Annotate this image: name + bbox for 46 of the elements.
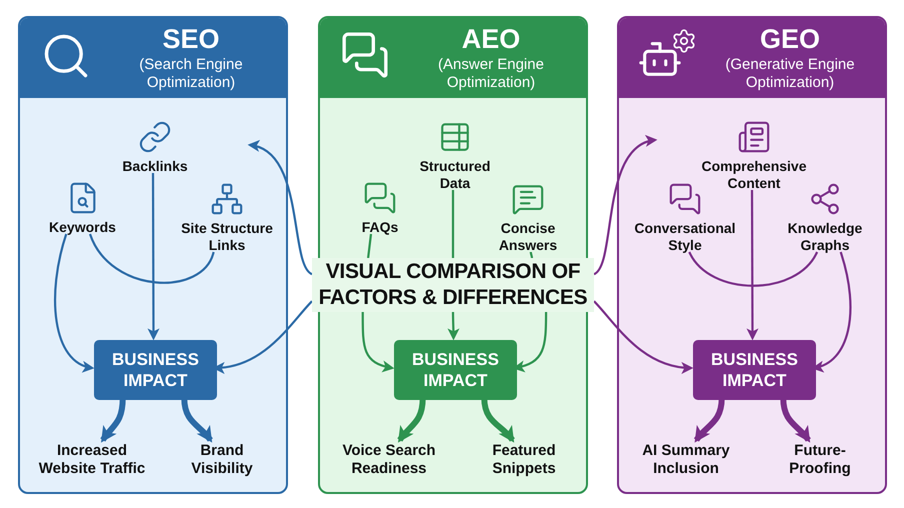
factor-label: Site Structure Links: [180, 220, 274, 254]
arrow: [593, 136, 658, 276]
factor-label: FAQs: [362, 219, 398, 236]
arrow: [447, 312, 460, 340]
connector-line: [688, 251, 818, 287]
arrow: [746, 190, 758, 340]
outcome-label: AI Summary Inclusion: [624, 442, 748, 482]
factor-label: Structured Data: [418, 158, 492, 192]
connector-line: [530, 252, 534, 258]
category-panel: [617, 16, 887, 494]
outcome-label: Featured Snippets: [476, 442, 572, 482]
outcome-label: Voice Search Readiness: [325, 442, 453, 482]
arrow: [54, 234, 94, 372]
business-impact-box: BUSINESS IMPACT: [693, 340, 816, 400]
factor-label: Backlinks: [122, 158, 188, 175]
thick-arrow: [397, 398, 426, 443]
outcome-label: Brand Visibility: [174, 442, 270, 482]
arrow: [248, 142, 313, 276]
panel-title: GEO: [758, 24, 821, 54]
arrow: [593, 300, 694, 374]
arrow: [362, 312, 394, 372]
outcome-label: Increased Website Traffic: [28, 442, 156, 482]
business-impact-box: BUSINESS IMPACT: [94, 340, 217, 400]
connector-line: [452, 190, 454, 258]
connector-line: [89, 234, 215, 284]
panel-subtitle: (Generative Engine Optimization): [724, 56, 856, 92]
panel-title: SEO: [161, 24, 221, 54]
thick-arrow: [694, 398, 725, 443]
business-impact-box: BUSINESS IMPACT: [394, 340, 517, 400]
panel-title: AEO: [460, 24, 522, 54]
factor-label: Conversational Style: [633, 220, 737, 254]
factor-label: Comprehensive Content: [700, 158, 808, 192]
factor-label: Concise Answers: [498, 220, 558, 254]
outcome-label: Future-Proofing: [772, 442, 868, 482]
thick-arrow: [481, 398, 515, 443]
panel-subtitle: (Search Engine Optimization): [138, 56, 244, 92]
connector-line: [367, 234, 372, 258]
category-panel: [18, 16, 288, 494]
factor-label: Keywords: [49, 219, 116, 236]
factor-label: Knowledge Graphs: [786, 220, 864, 254]
panel-subtitle: (Answer Engine Optimization): [437, 56, 545, 92]
arrow: [148, 173, 160, 340]
thick-arrow: [100, 398, 126, 443]
thick-arrow: [780, 398, 811, 443]
category-panel: [318, 16, 588, 494]
thick-arrow: [181, 398, 213, 443]
